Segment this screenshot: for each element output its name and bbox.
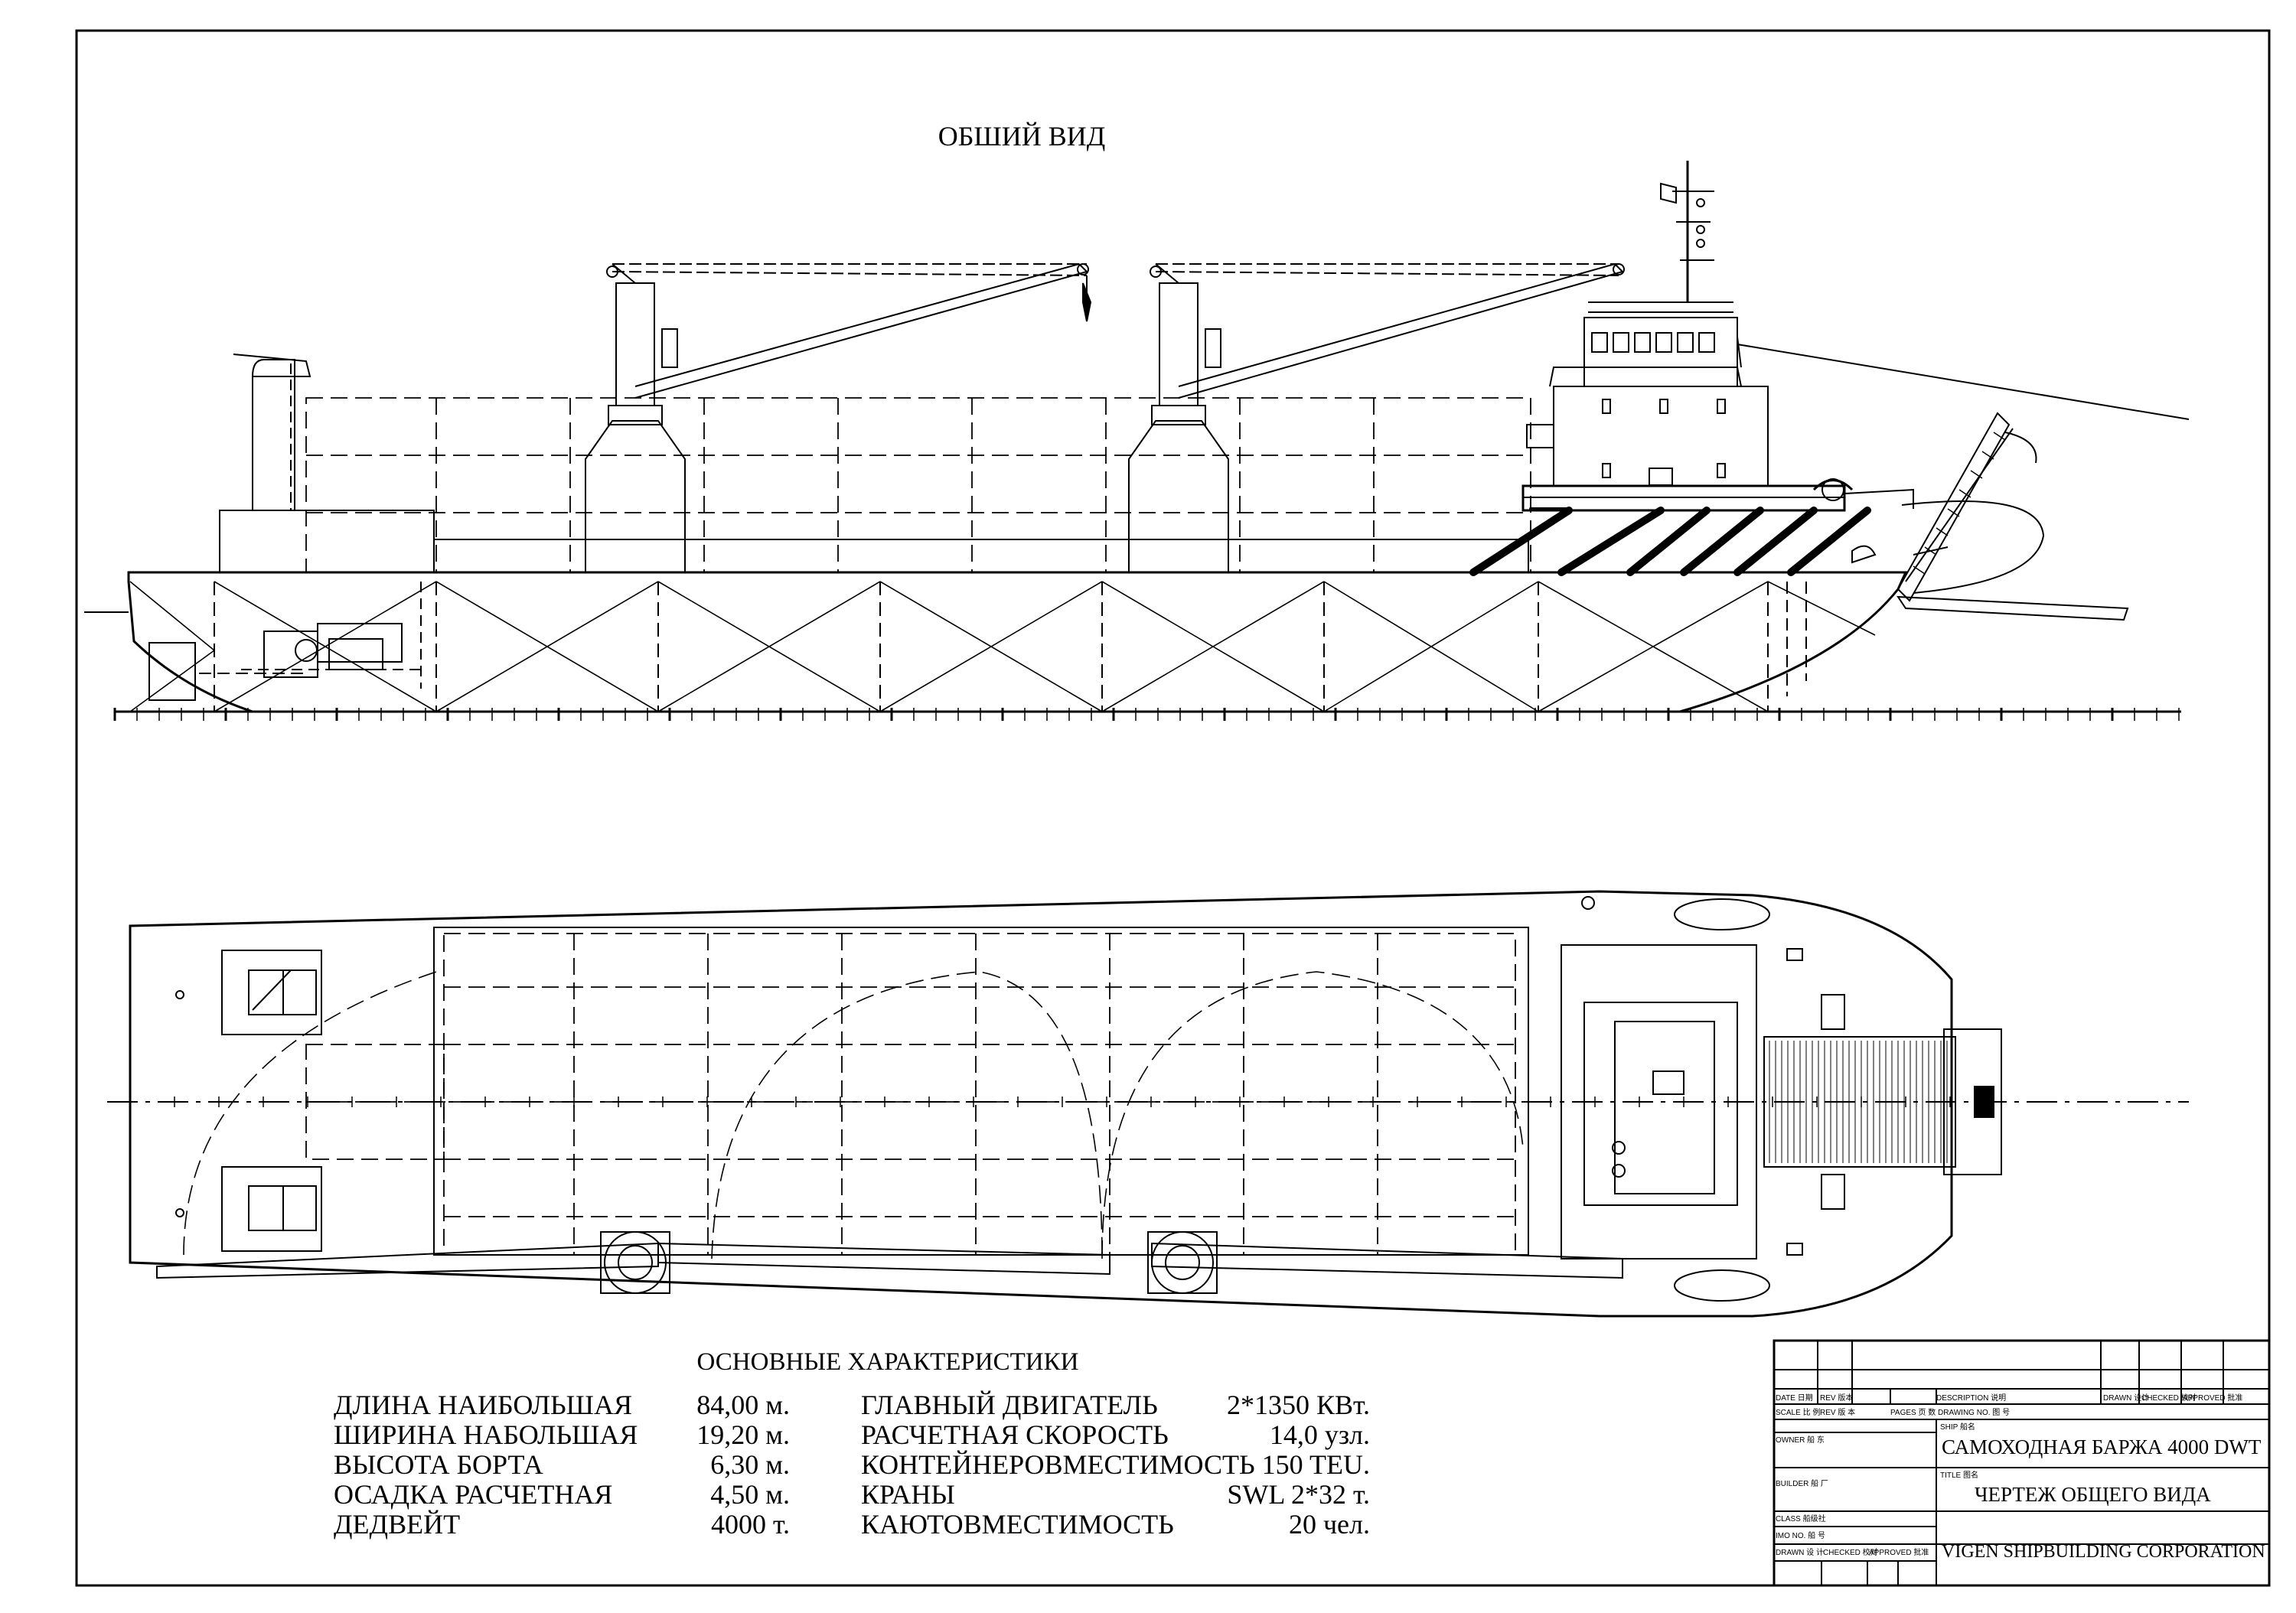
spec-left-value: 6,30 м. (710, 1449, 790, 1480)
spec-right-label: РАСЧЕТНАЯ СКОРОСТЬ (861, 1419, 1169, 1450)
crane-2 (1128, 263, 1625, 572)
scale-label: SCALE 比 例 (1776, 1407, 1820, 1417)
spec-right-value: SWL 2*32 т. (1227, 1479, 1370, 1510)
frame-ticks (113, 708, 2180, 721)
crane-swing-arcs (183, 971, 1524, 1259)
builder-label: BUILDER 船 厂 (1776, 1478, 1828, 1488)
specs-table: ДЛИНА НАИБОЛЬШАЯ 84,00 м. ШИРИНА НАБОЛЬШАЯ… (334, 1390, 1370, 1540)
imo-label: IMO NO. 船 号 (1776, 1530, 1825, 1540)
sign-checked: CHECKED 校对 (1823, 1547, 1878, 1557)
crane-1 (585, 263, 1092, 572)
drawing-frame (75, 29, 2271, 1587)
spec-right-label: КОНТЕЙНЕРОВМЕСТИМОСТЬ (861, 1449, 1255, 1480)
spec-left-value: 4000 т. (711, 1509, 790, 1540)
spec-left-value: 84,00 м. (696, 1390, 790, 1420)
owner-label: OWNER 船 东 (1776, 1435, 1825, 1445)
hatch-coaming (433, 539, 1529, 573)
ship-value: САМОХОДНАЯ БАРЖА 4000 DWT (1942, 1435, 2262, 1458)
spec-right-value: 20 чел. (1289, 1509, 1370, 1540)
spec-right-value: 150 TEU. (1262, 1449, 1370, 1480)
hdr-description: DESCRIPTION 说明 (1936, 1393, 2006, 1403)
spec-right-label: КАЮТОВМЕСТИМОСТЬ (861, 1509, 1174, 1540)
forward-superstructure (1521, 161, 1914, 512)
plan-crane-booms (156, 1231, 1623, 1294)
folded-hatch-covers (1469, 507, 1871, 576)
side-elevation-view (84, 161, 2190, 721)
spec-left-value: 19,20 м. (696, 1419, 790, 1450)
funnel (252, 359, 295, 510)
plan-bow-ramp (1763, 1028, 2002, 1175)
hold-bulkheads (214, 582, 1769, 712)
hull-outline (127, 571, 1908, 713)
spec-left-value: 4,50 м. (710, 1479, 790, 1510)
title-block (1773, 1339, 2271, 1587)
view-title: ОБШИЙ ВИД (938, 121, 1106, 152)
class-label: CLASS 船级社 (1776, 1514, 1826, 1523)
hdr-rev: REV 版本 (1820, 1393, 1853, 1403)
spec-left-label: ОСАДКА РАСЧЕТНАЯ (334, 1479, 612, 1510)
spec-left-label: ВЫСОТА БОРТА (334, 1449, 543, 1480)
plan-view (107, 890, 2189, 1318)
main-engine (241, 582, 422, 689)
bow-ramp (1737, 344, 2190, 621)
aft-casing (219, 510, 435, 573)
ship-label: SHIP 船名 (1940, 1422, 1975, 1432)
spec-right-label: КРАНЫ (861, 1479, 955, 1510)
spec-right-label: ГЛАВНЫЙ ДВИГАТЕЛЬ (861, 1390, 1158, 1420)
company-name: VIGEN SHIPBUILDING CORPORATION (1942, 1542, 2265, 1562)
rudder (148, 642, 196, 701)
spec-right-value: 14,0 узл. (1270, 1419, 1370, 1450)
hdr-approved: APPROVED 批准 (2183, 1393, 2242, 1403)
spec-left-label: ДЕДВЕЙТ (334, 1509, 460, 1540)
drawing-no-label: DRAWING NO. 图 号 (1938, 1408, 2010, 1417)
hdr-date: DATE 日期 (1776, 1393, 1813, 1403)
plan-hull-outline (129, 890, 1953, 1318)
spec-left-label: ШИРИНА НАБОЛЬШАЯ (334, 1419, 638, 1450)
container-stack (305, 397, 1531, 573)
pages-label: PAGES 页 数 (1890, 1407, 1936, 1417)
title-value: ЧЕРТЕЖ ОБЩЕГО ВИДА (1975, 1483, 2211, 1506)
spec-right-value: 2*1350 КВт. (1227, 1390, 1370, 1420)
plan-deckhouse (1561, 944, 1757, 1259)
portholes (1602, 399, 1726, 486)
sign-drawn: DRAWN 设 计 (1776, 1547, 1824, 1557)
bridge-windows (1591, 332, 1715, 353)
title-label: TITLE 图名 (1940, 1470, 1978, 1480)
rev-label: REV 版 本 (1820, 1407, 1855, 1417)
specs-title: ОСНОВНЫЕ ХАРАКТЕРИСТИКИ (697, 1348, 1079, 1376)
plan-container-grid (305, 933, 1516, 1256)
cargo-hold (433, 927, 1529, 1256)
hdr-drawn: DRAWN 设计 (2103, 1393, 2149, 1403)
sign-approved: APPROVED 批准 (1869, 1547, 1929, 1557)
hdr-checked: CHECKED 校对 (2141, 1393, 2197, 1403)
spec-left-label: ДЛИНА НАИБОЛЬШАЯ (334, 1390, 632, 1420)
truss-diagonals (129, 581, 1876, 712)
title-block-text: DATE 日期 REV 版本 DESCRIPTION 说明 DRAWN 设计 C… (1776, 1393, 2265, 1562)
